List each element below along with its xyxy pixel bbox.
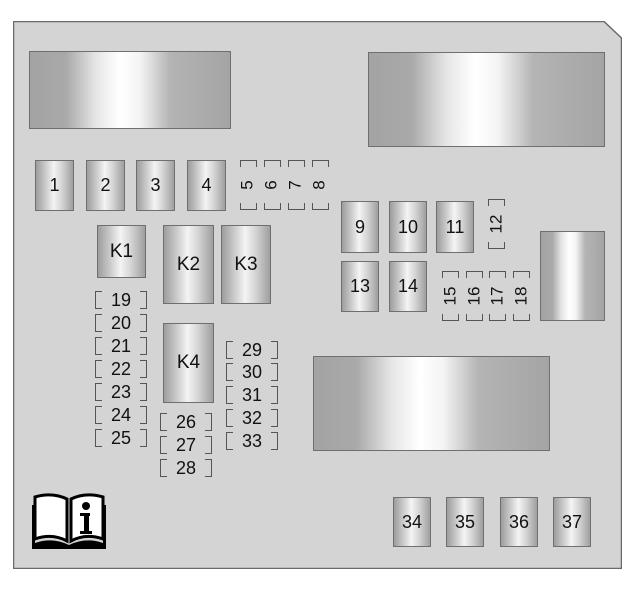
fuse-slot-28: 28: [160, 458, 212, 478]
slot-label: 17: [486, 286, 506, 306]
mini-fuse-slot-18: 18: [511, 271, 531, 321]
fuse-1: 1: [35, 160, 74, 211]
relay-k2: K2: [163, 225, 214, 304]
fuse-slot-29: 29: [226, 340, 278, 360]
fuse-14: 14: [389, 261, 427, 312]
slot-label: 15: [439, 286, 459, 306]
fuse-10: 10: [389, 201, 427, 253]
mini-fuse-slot-16: 16: [464, 271, 484, 321]
mini-fuse-slot-12: 12: [486, 199, 506, 249]
relay-k1: K1: [97, 225, 146, 278]
large-block-bottom-mid: [313, 356, 550, 451]
mini-fuse-slot-17: 17: [487, 271, 507, 321]
fuse-3: 3: [136, 160, 175, 211]
fuse-37: 37: [553, 497, 591, 547]
fuse-slot-26: 26: [160, 412, 212, 432]
fuse-36: 36: [500, 497, 538, 547]
slot-label: 16: [463, 286, 483, 306]
fuse-35: 35: [446, 497, 484, 547]
mini-fuse-slot-6: 6: [262, 160, 282, 210]
fuse-34: 34: [393, 497, 431, 547]
large-block-top-right: [368, 52, 605, 147]
large-block-top-left: [29, 51, 231, 129]
slot-label: 18: [510, 286, 530, 306]
slot-label: 8: [310, 180, 329, 190]
slot-label: 7: [286, 180, 305, 190]
fuse-slot-22: 22: [95, 359, 147, 379]
fuse-9: 9: [341, 201, 379, 253]
fuse-13: 13: [341, 261, 379, 312]
fuse-slot-19: 19: [95, 290, 147, 310]
mini-fuse-slot-15: 15: [440, 271, 460, 321]
fuse-slot-30: 30: [226, 362, 278, 382]
fuse-slot-33: 33: [226, 431, 278, 451]
mini-fuse-slot-8: 8: [310, 160, 330, 210]
fuse-2: 2: [86, 160, 125, 211]
slot-label: 12: [485, 214, 505, 234]
mini-fuse-slot-7: 7: [286, 160, 306, 210]
relay-k3: K3: [221, 225, 271, 304]
fuse-11: 11: [436, 201, 474, 253]
fuse-slot-23: 23: [95, 382, 147, 402]
fuse-4: 4: [187, 160, 226, 211]
fuse-slot-27: 27: [160, 435, 212, 455]
owner-manual-info-icon: [32, 493, 106, 549]
fuse-slot-24: 24: [95, 405, 147, 425]
large-block-right-mid: [540, 231, 605, 321]
fuse-slot-25: 25: [95, 428, 147, 448]
relay-k4: K4: [163, 323, 214, 403]
slot-label: 5: [238, 180, 257, 190]
fuse-slot-32: 32: [226, 408, 278, 428]
fuse-slot-31: 31: [226, 385, 278, 405]
fuse-slot-20: 20: [95, 313, 147, 333]
mini-fuse-slot-5: 5: [238, 160, 258, 210]
fuse-slot-21: 21: [95, 336, 147, 356]
slot-label: 6: [262, 180, 281, 190]
